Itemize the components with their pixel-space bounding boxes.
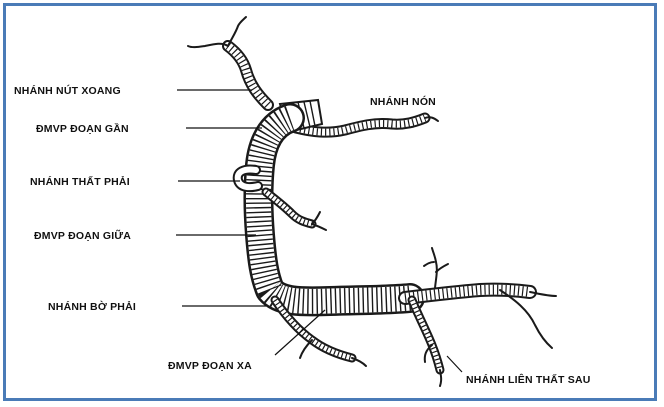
- sinus-node-branch-vessel: [188, 17, 268, 105]
- label-dmvp-doan-giua: ĐMVP ĐOẠN GIỮA: [34, 229, 131, 242]
- label-nhanh-non: NHÁNH NÓN: [370, 95, 436, 108]
- posterior-descending-vessel: [412, 300, 441, 386]
- leader-pda: [447, 356, 462, 372]
- label-dmvp-doan-gan: ĐMVP ĐOẠN GẦN: [36, 122, 129, 135]
- label-dmvp-doan-xa: ĐMVP ĐOẠN XA: [168, 360, 252, 372]
- right-coronary-artery-drawing: [188, 17, 556, 386]
- label-nhanh-lien-that-sau: NHÁNH LIÊN THẤT SAU: [466, 373, 591, 386]
- label-nhanh-nut-xoang: NHÁNH NÚT XOANG: [14, 84, 121, 97]
- label-nhanh-bo-phai: NHÁNH BỜ PHẢI: [48, 300, 136, 313]
- label-nhanh-that-phai: NHÁNH THẤT PHẢI: [30, 175, 130, 188]
